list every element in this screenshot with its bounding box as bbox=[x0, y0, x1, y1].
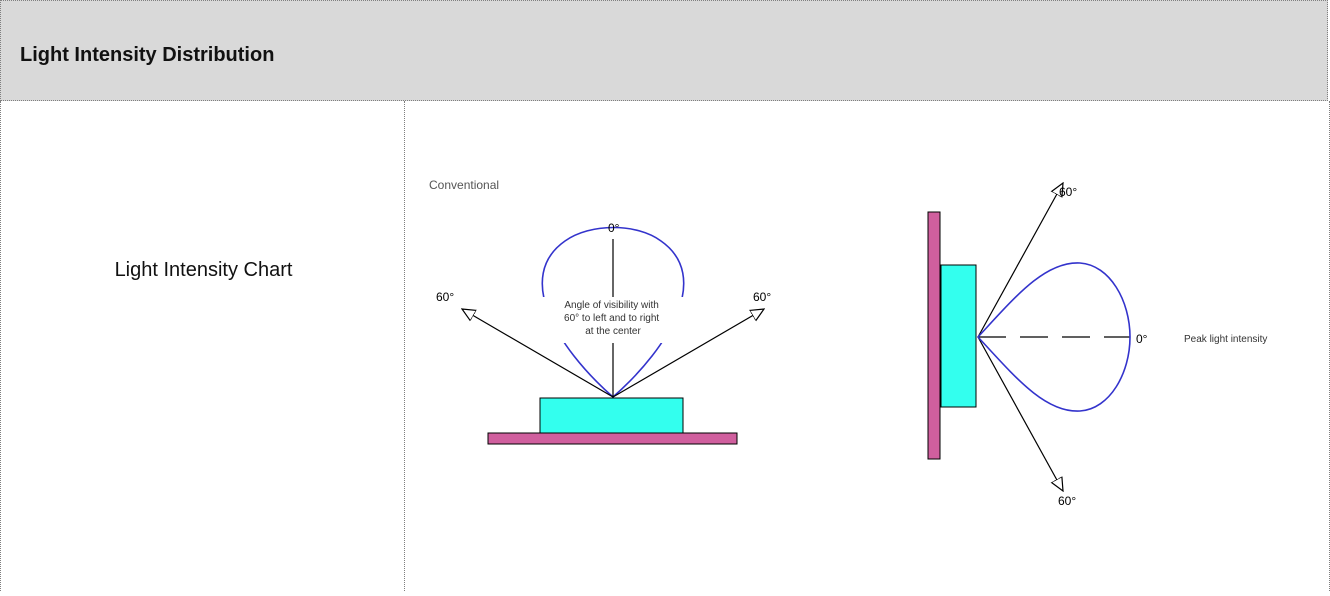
side-lobe bbox=[976, 262, 1131, 412]
row-label-cell: Light Intensity Chart bbox=[0, 101, 405, 591]
conventional-caption: Conventional bbox=[429, 178, 499, 192]
peak-intensity-label: Peak light intensity bbox=[1184, 334, 1267, 345]
description-line-2: 60° to left and to right bbox=[564, 313, 659, 324]
side-mount-plate bbox=[927, 211, 941, 460]
conventional-base-plate bbox=[487, 432, 738, 445]
side-bottom-arrow bbox=[977, 336, 1063, 491]
conventional-left-arrow bbox=[462, 309, 614, 398]
conventional-led-body bbox=[539, 397, 684, 434]
conventional-right-arrow bbox=[612, 309, 764, 398]
description-line-3: at the center bbox=[585, 326, 641, 337]
diagram-cell: Conventional 0° 60° 60° Angle of visibil… bbox=[405, 101, 1330, 591]
description-background bbox=[541, 297, 685, 343]
table-header: Light Intensity Distribution bbox=[0, 0, 1328, 101]
side-top-angle: 60° bbox=[1059, 185, 1077, 199]
conventional-left-angle: 60° bbox=[436, 290, 454, 304]
side-bottom-angle: 60° bbox=[1058, 494, 1076, 508]
light-intensity-diagram: Conventional 0° 60° 60° Angle of visibil… bbox=[429, 178, 1267, 508]
side-led-body bbox=[940, 264, 977, 408]
conventional-top-angle: 0° bbox=[608, 221, 620, 235]
description-line-1: Angle of visibility with bbox=[564, 300, 658, 311]
conventional-description: Angle of visibility with 60° to left and… bbox=[564, 300, 662, 337]
section-title: Light Intensity Distribution bbox=[20, 44, 275, 66]
side-peak-angle: 0° bbox=[1136, 332, 1148, 346]
row-label: Light Intensity Chart bbox=[114, 259, 293, 281]
conventional-right-angle: 60° bbox=[753, 290, 771, 304]
side-top-arrow bbox=[977, 183, 1063, 338]
